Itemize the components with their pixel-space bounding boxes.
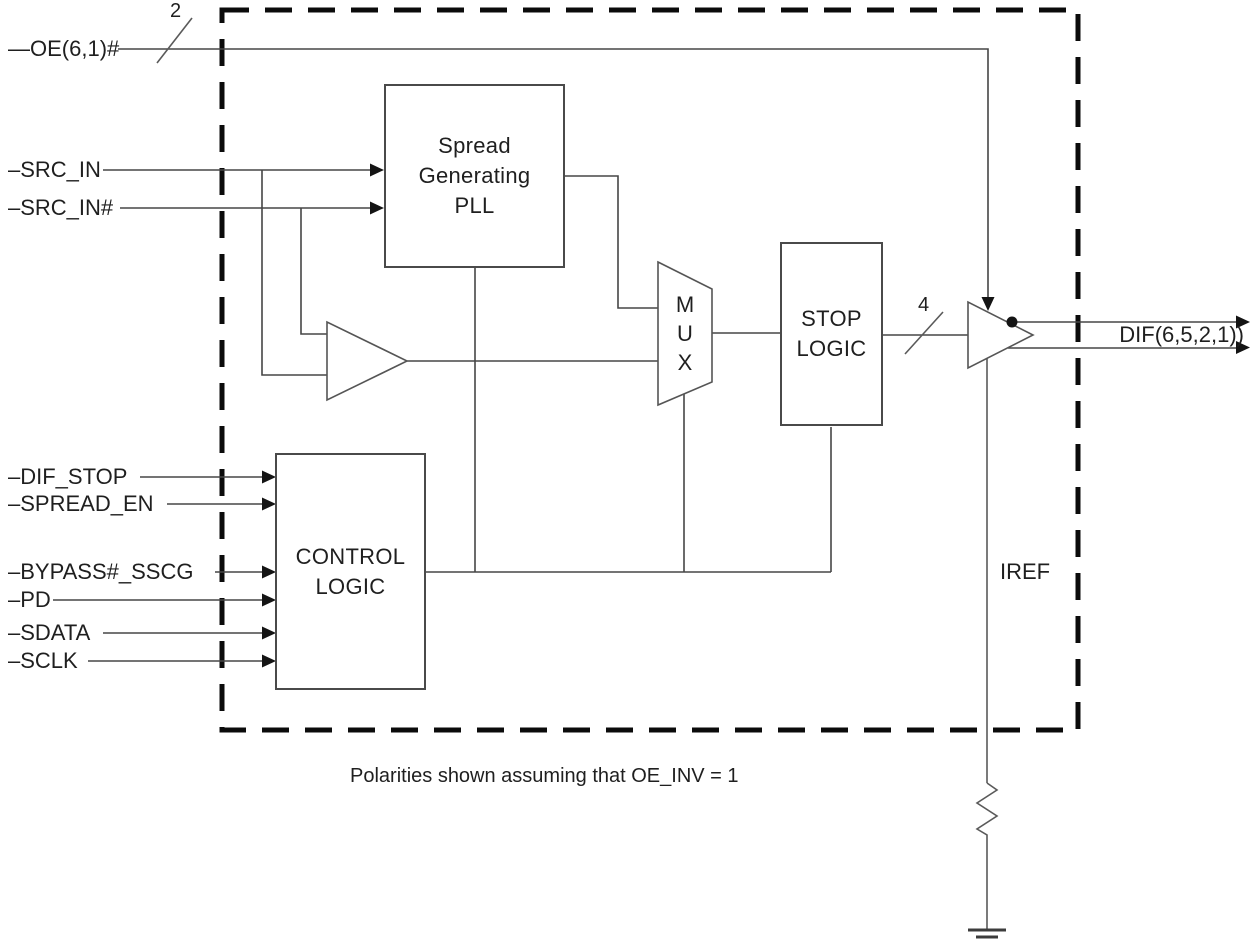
mux-letter-m: M xyxy=(675,292,695,317)
dif-bus-slash xyxy=(904,311,944,355)
inversion-dot xyxy=(1006,316,1018,328)
bus-width-oe: 2 xyxy=(170,0,182,22)
block-control-logic: CONTROL LOGIC xyxy=(275,453,426,690)
mux-letter-u: U xyxy=(677,321,693,346)
chip-boundary xyxy=(219,7,1081,733)
iref-resistor xyxy=(975,782,999,930)
control-logic-label: CONTROL LOGIC xyxy=(295,543,406,599)
pll-block-label: Spread Generating PLL xyxy=(418,133,531,218)
arrowhead-sdata xyxy=(262,626,276,640)
signal-label-oe: —OE(6,1)# xyxy=(8,36,120,61)
signal-label-src-in: –SRC_IN xyxy=(8,157,101,182)
signal-label-pd: –PD xyxy=(8,587,51,612)
iref-label: IREF xyxy=(1000,559,1051,584)
signal-label-sclk: –SCLK xyxy=(8,648,78,673)
signal-label-sdata: –SDATA xyxy=(8,620,91,645)
signal-label-dif-stop: –DIF_STOP xyxy=(8,464,128,489)
signal-label-spread-en: –SPREAD_EN xyxy=(8,491,154,516)
bypass-buffer-shape xyxy=(326,320,409,402)
mux-label: M U X xyxy=(672,290,698,377)
mux-shape xyxy=(657,260,713,407)
dif-output-label: DIF(6,5,2,1)) xyxy=(1119,322,1244,347)
stop-logic-label: STOP LOGIC xyxy=(796,306,867,361)
arrowhead-dif-true xyxy=(1236,315,1250,329)
block-stop-logic: STOP LOGIC xyxy=(780,242,883,426)
arrowhead-src-in xyxy=(370,163,384,177)
arrowhead-spread-en xyxy=(262,497,276,511)
oe-bus-slash xyxy=(156,17,193,64)
arrowhead-sclk xyxy=(262,654,276,668)
arrowhead-dif-comp xyxy=(1236,341,1250,354)
signal-label-bypass-sscg: –BYPASS#_SSCG xyxy=(8,559,194,584)
polarity-caption: Polarities shown assuming that OE_INV = … xyxy=(350,765,739,787)
arrowhead-oe-enable xyxy=(981,297,995,311)
bus-width-dif: 4 xyxy=(918,294,930,316)
mux-letter-x: X xyxy=(677,350,693,375)
signal-label-src-in-hash: –SRC_IN# xyxy=(8,195,114,220)
src-in-branch-wire xyxy=(261,170,327,376)
pll-to-mux-wire xyxy=(565,175,658,309)
arrowhead-src-in-hash xyxy=(370,201,384,215)
arrowhead-bypass-sscg xyxy=(262,565,276,579)
arrowhead-dif-stop xyxy=(262,470,276,484)
block-spread-generating-pll: Spread Generating PLL xyxy=(384,84,565,268)
arrowhead-pd xyxy=(262,593,276,607)
output-buffer-shape xyxy=(967,300,1035,370)
src-in-hash-branch-wire xyxy=(300,208,327,335)
oe-wire xyxy=(118,48,989,298)
